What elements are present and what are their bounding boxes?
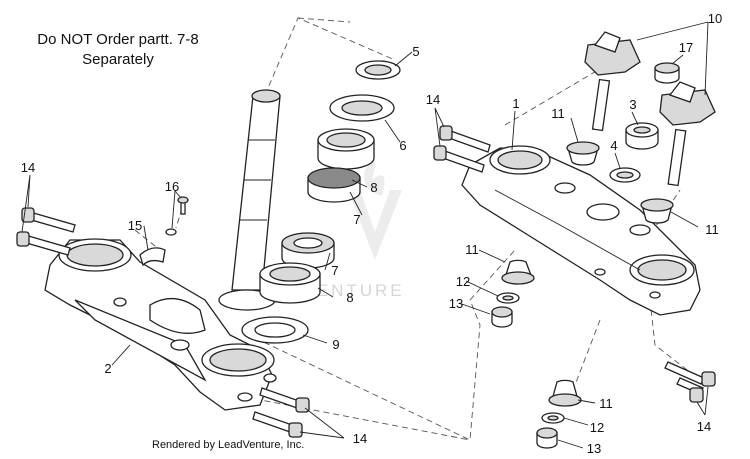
washer-4 — [609, 167, 641, 183]
callout-12-upper: 12 — [456, 274, 470, 289]
callout-8-upper: 8 — [370, 180, 377, 195]
washer-6 — [329, 94, 395, 122]
bearing-race-lower-7 — [281, 232, 335, 269]
render-credit: Rendered by LeadVenture, Inc. — [152, 439, 305, 451]
callout-6: 6 — [399, 138, 406, 153]
callout-4: 4 — [610, 138, 617, 153]
callout-2: 2 — [104, 361, 111, 376]
order-note: Do NOT Order partt. 7-8 Separately — [18, 30, 218, 70]
callout-8-lower: 8 — [346, 290, 353, 305]
callout-11-upper-right: 11 — [705, 222, 719, 237]
callout-7-upper: 7 — [353, 212, 360, 227]
callout-15: 15 — [128, 218, 142, 233]
nut-13-upper — [491, 306, 513, 328]
order-note-line2: Separately — [82, 51, 154, 68]
bearing-lower-8 — [259, 262, 321, 304]
ring-nut-5 — [355, 60, 401, 80]
callout-leaders — [21, 21, 709, 449]
callout-11-lower: 11 — [599, 396, 613, 411]
order-note-line1: Do NOT Order partt. 7-8 — [37, 31, 199, 48]
bushing-11-lower — [548, 379, 582, 407]
callout-11-upper-left: 11 — [551, 106, 565, 121]
bushing-11-middle — [501, 259, 535, 285]
nut-13-lower — [536, 427, 558, 449]
bolts-left-top — [16, 207, 76, 256]
bearing-race-upper-7 — [307, 167, 361, 203]
callout-1: 1 — [512, 96, 519, 111]
upper-triple-clamp — [461, 145, 701, 316]
washer-12-lower — [541, 412, 565, 424]
callout-13-lower: 13 — [587, 441, 601, 456]
callout-9: 9 — [332, 337, 339, 352]
bolts-left-bottom — [252, 387, 310, 438]
callout-10: 10 — [708, 11, 722, 26]
watermark-logo — [348, 162, 402, 260]
callout-11-middle: 11 — [465, 242, 479, 257]
bushing-11-upper-right — [640, 198, 674, 224]
callout-3: 3 — [629, 97, 636, 112]
callout-13-upper: 13 — [449, 296, 463, 311]
bolts-right-bottom — [664, 361, 716, 403]
callout-16: 16 — [165, 179, 179, 194]
callout-14-left-top: 14 — [21, 160, 35, 175]
lower-triple-clamp — [44, 238, 277, 411]
washer-12-upper — [496, 292, 520, 304]
callout-14-right-bottom: 14 — [697, 419, 711, 434]
bushing-11-upper-left — [566, 141, 600, 166]
callout-14-right-top: 14 — [426, 92, 440, 107]
handlebar-clamp-right-10 — [659, 81, 716, 187]
bolts-right-top — [433, 125, 491, 173]
screw-16 — [165, 196, 189, 236]
callout-5: 5 — [412, 44, 419, 59]
bearing-upper-8 — [317, 128, 375, 170]
callout-17: 17 — [679, 40, 693, 55]
callout-14-left-bottom: 14 — [353, 431, 367, 446]
clip-15 — [139, 247, 166, 267]
callout-7-lower: 7 — [331, 263, 338, 278]
cap-17 — [654, 62, 680, 84]
callout-12-lower: 12 — [590, 420, 604, 435]
nut-3 — [625, 122, 659, 150]
handlebar-clamp-left-10 — [584, 31, 641, 132]
seal-9 — [241, 316, 309, 344]
